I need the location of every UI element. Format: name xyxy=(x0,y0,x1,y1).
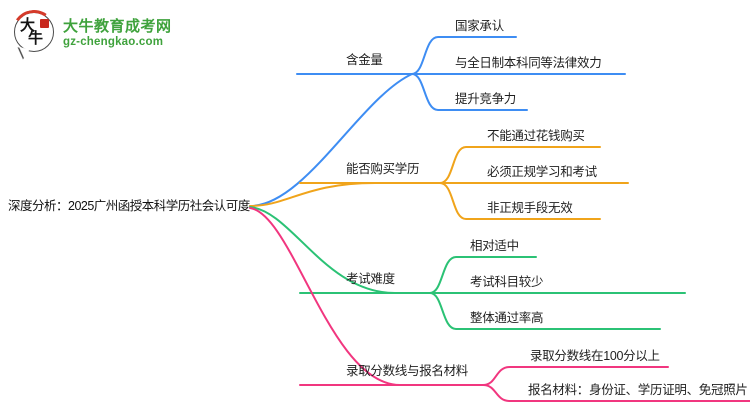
leaf-topic-3-1[interactable]: 相对适中 xyxy=(470,239,519,253)
branch-3-root-curve xyxy=(249,206,431,294)
logo-title: 大牛教育成考网 xyxy=(63,18,172,35)
branch-4-root-curve xyxy=(249,207,484,386)
leaf-topic-4-1[interactable]: 录取分数线在100分以上 xyxy=(530,349,660,363)
leaf-topic-1-3[interactable]: 提升竞争力 xyxy=(455,92,517,106)
leaf-topic-1-1[interactable]: 国家承认 xyxy=(455,19,504,33)
branch-3-connectors xyxy=(249,206,686,330)
leaf-topic-3-2[interactable]: 考试科目较少 xyxy=(470,275,544,289)
branch-topic-2[interactable]: 能否购买学历 xyxy=(346,162,420,176)
logo-seal-icon xyxy=(40,19,49,28)
leaf-topic-4-2[interactable]: 报名材料：身份证、学历证明、免冠照片 xyxy=(528,383,748,397)
leaf-topic-2-3[interactable]: 非正规手段无效 xyxy=(487,201,573,215)
branch-3-child-3-line xyxy=(429,292,661,330)
branch-4-child-2-line xyxy=(482,384,750,402)
logo-bubble-icon: 大 牛 xyxy=(14,12,54,52)
branch-topic-4[interactable]: 录取分数线与报名材料 xyxy=(346,364,469,378)
logo-url: gz-chengkao.com xyxy=(63,36,164,48)
leaf-topic-2-1[interactable]: 不能通过花钱购买 xyxy=(487,129,585,143)
leaf-topic-2-2[interactable]: 必须正规学习和考试 xyxy=(487,165,597,179)
branch-1-child-3-line xyxy=(411,73,528,111)
branch-2-root-curve xyxy=(249,182,441,207)
branch-topic-1[interactable]: 含金量 xyxy=(346,53,383,67)
branch-3-child-1-line xyxy=(429,256,537,294)
branch-4-connectors xyxy=(249,207,750,402)
logo-text-block: 大牛教育成考网 gz-chengkao.com xyxy=(63,12,172,49)
root-topic[interactable]: 深度分析：2025广州函授本科学历社会认可度 xyxy=(8,199,250,213)
branch-1-root-curve xyxy=(249,73,413,207)
branch-1-connectors xyxy=(249,36,626,207)
logo-bubble-char-2: 牛 xyxy=(28,30,44,47)
branch-4-child-1-line xyxy=(482,366,669,386)
logo-bubble-char-1: 大 xyxy=(20,17,36,34)
branch-2-child-3-line xyxy=(439,182,601,220)
leaf-topic-1-2[interactable]: 与全日制本科同等法律效力 xyxy=(455,56,602,70)
leaf-topic-3-3[interactable]: 整体通过率高 xyxy=(470,311,544,325)
branch-2-connectors xyxy=(249,146,629,220)
site-logo[interactable]: 大 牛 大牛教育成考网 gz-chengkao.com xyxy=(14,12,172,52)
branch-1-child-1-line xyxy=(411,36,517,75)
branch-2-child-1-line xyxy=(439,146,601,184)
branch-topic-3[interactable]: 考试难度 xyxy=(346,272,395,286)
